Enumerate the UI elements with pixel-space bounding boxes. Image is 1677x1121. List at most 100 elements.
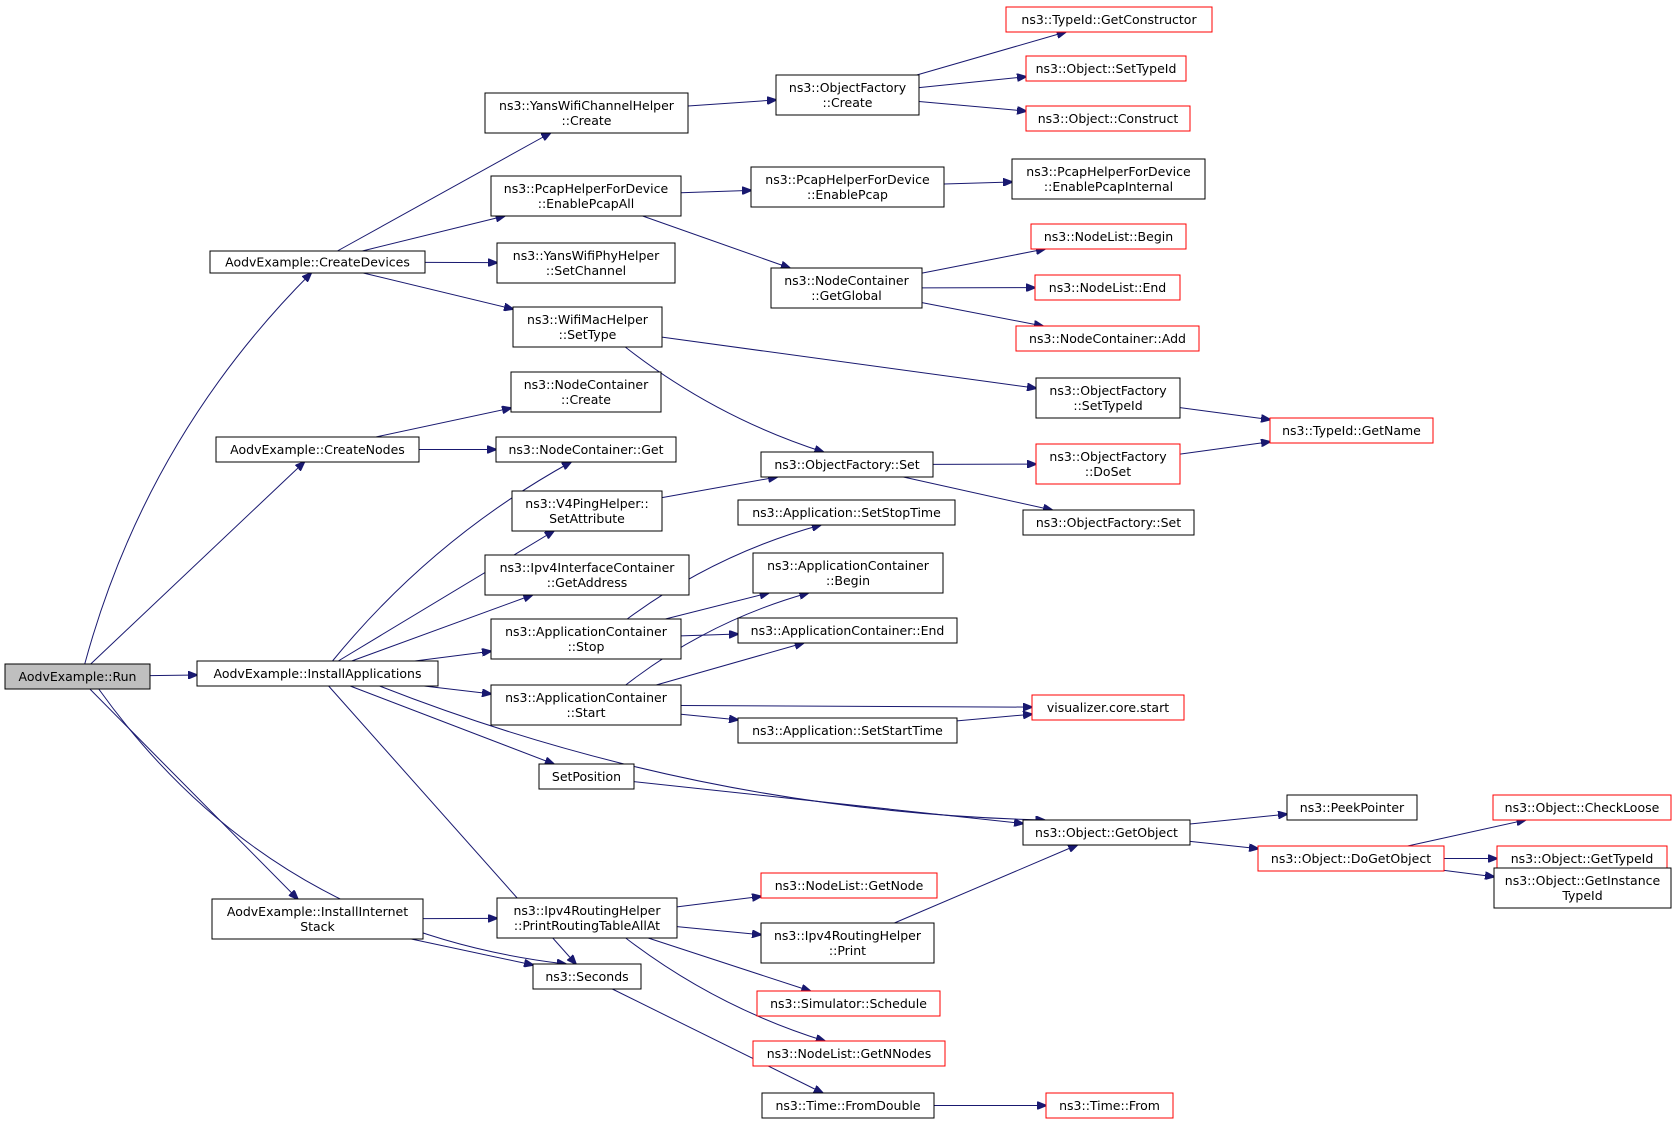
node-ncCreate[interactable]: ns3::NodeContainer::Create bbox=[510, 371, 662, 413]
node-label: ::Create bbox=[561, 392, 611, 407]
node-acStop[interactable]: ns3::ApplicationContainer::Stop bbox=[490, 618, 682, 660]
edge-acStart-to-vizStart bbox=[680, 705, 1032, 707]
node-ofSet2[interactable]: ns3::ObjectFactory::Set bbox=[1022, 509, 1195, 536]
node-pcapAll[interactable]: ns3::PcapHelperForDevice::EnablePcapAll bbox=[490, 175, 682, 217]
node-label: SetAttribute bbox=[549, 511, 625, 526]
node-box bbox=[1035, 443, 1181, 485]
node-label: ::Start bbox=[567, 705, 606, 720]
node-enablePcap[interactable]: ns3::PcapHelperForDevice::EnablePcap bbox=[750, 166, 945, 208]
edge-doGetObject-to-getInstTypeId bbox=[1443, 869, 1494, 876]
edge-setStartTime-to-vizStart bbox=[956, 714, 1032, 722]
node-createDevices[interactable]: AodvExample::CreateDevices bbox=[209, 250, 426, 274]
node-box bbox=[1025, 105, 1191, 132]
node-box bbox=[215, 436, 420, 463]
edge-installApps-to-setPosition bbox=[349, 685, 554, 764]
node-setStopTime[interactable]: ns3::Application::SetStopTime bbox=[737, 499, 956, 526]
node-vizStart[interactable]: visualizer.core.start bbox=[1031, 694, 1185, 721]
node-setStartTime[interactable]: ns3::Application::SetStartTime bbox=[737, 717, 958, 744]
node-label: ns3::PcapHelperForDevice bbox=[1026, 164, 1191, 179]
node-yansPhy[interactable]: ns3::YansWifiPhyHelper::SetChannel bbox=[496, 242, 676, 284]
edge-installApps-to-ipv4Addr bbox=[351, 595, 533, 662]
edge-wifiMac-to-ofSetTypeId bbox=[661, 336, 1036, 388]
node-peekPtr[interactable]: ns3::PeekPointer bbox=[1286, 794, 1418, 821]
node-box bbox=[4, 663, 151, 690]
node-acBegin[interactable]: ns3::ApplicationContainer::Begin bbox=[752, 552, 944, 594]
edge-pcapAll-to-getGlobal bbox=[642, 215, 790, 268]
edge-installApps-to-acStop bbox=[414, 651, 491, 662]
nodes: AodvExample::Run AodvExample::CreateDevic… bbox=[4, 6, 1672, 1119]
edge-getObject-to-doGetObject bbox=[1189, 840, 1258, 848]
edge-acStart-to-acEnd bbox=[656, 643, 803, 686]
node-getCtor[interactable]: ns3::TypeId::GetConstructor bbox=[1005, 6, 1213, 33]
node-getNNodes[interactable]: ns3::NodeList::GetNNodes bbox=[752, 1040, 946, 1067]
node-enablePcapInt[interactable]: ns3::PcapHelperForDevice::EnablePcapInte… bbox=[1011, 158, 1206, 200]
node-label: ns3::NodeList::GetNNodes bbox=[767, 1046, 931, 1061]
node-getObject[interactable]: ns3::Object::GetObject bbox=[1022, 819, 1191, 846]
node-box bbox=[760, 872, 938, 899]
node-acEnd[interactable]: ns3::ApplicationContainer::End bbox=[737, 617, 958, 644]
node-nlEnd[interactable]: ns3::NodeList::End bbox=[1034, 274, 1181, 301]
node-label: AodvExample::CreateNodes bbox=[230, 442, 405, 457]
node-label: ns3::Object::Construct bbox=[1038, 111, 1179, 126]
node-getNode[interactable]: ns3::NodeList::GetNode bbox=[760, 872, 938, 899]
node-box bbox=[752, 552, 944, 594]
edge-installApps-to-v4ping bbox=[337, 531, 554, 662]
node-label: ns3::Ipv4RoutingHelper bbox=[774, 928, 922, 943]
node-ofCreate[interactable]: ns3::ObjectFactory::Create bbox=[775, 74, 920, 116]
node-ipv4Addr[interactable]: ns3::Ipv4InterfaceContainer::GetAddress bbox=[484, 554, 690, 596]
node-box bbox=[538, 763, 635, 790]
node-label: ns3::TypeId::GetName bbox=[1282, 423, 1421, 438]
edge-printAllAt-to-getNNodes bbox=[625, 937, 825, 1041]
node-ncGet[interactable]: ns3::NodeContainer::Get bbox=[495, 436, 677, 463]
node-box bbox=[496, 242, 676, 284]
edge-createDevices-to-wifiMac bbox=[363, 272, 513, 309]
node-ofSetTypeId[interactable]: ns3::ObjectFactory::SetTypeId bbox=[1035, 377, 1181, 419]
node-label: ns3::Ipv4RoutingHelper bbox=[513, 903, 661, 918]
node-box bbox=[737, 617, 958, 644]
node-label: AodvExample::Run bbox=[19, 669, 137, 684]
node-timeFrom[interactable]: ns3::Time::From bbox=[1045, 1092, 1174, 1119]
node-run[interactable]: AodvExample::Run bbox=[4, 663, 151, 690]
node-ncAdd[interactable]: ns3::NodeContainer::Add bbox=[1015, 325, 1200, 352]
node-installApps[interactable]: AodvExample::InstallApplications bbox=[196, 660, 439, 687]
node-ofSet[interactable]: ns3::ObjectFactory::Set bbox=[760, 451, 934, 478]
edge-v4ping-to-ofSet bbox=[661, 477, 777, 499]
node-print[interactable]: ns3::Ipv4RoutingHelper::Print bbox=[760, 922, 935, 964]
node-label: ::SetTypeId bbox=[1073, 398, 1142, 413]
edge-wifiMac-to-ofSet bbox=[624, 346, 823, 452]
node-box bbox=[737, 499, 956, 526]
node-getTypeId[interactable]: ns3::Object::GetTypeId bbox=[1496, 845, 1668, 872]
node-label: ns3::Time::FromDouble bbox=[775, 1098, 920, 1113]
node-label: Stack bbox=[300, 919, 335, 934]
node-v4ping[interactable]: ns3::V4PingHelper::SetAttribute bbox=[511, 490, 663, 532]
node-acStart[interactable]: ns3::ApplicationContainer::Start bbox=[490, 684, 682, 726]
node-box bbox=[737, 717, 958, 744]
node-label: ns3::ObjectFactory::Set bbox=[774, 457, 919, 472]
node-wifiMac[interactable]: ns3::WifiMacHelper::SetType bbox=[512, 306, 663, 348]
node-label: ns3::TypeId::GetConstructor bbox=[1021, 12, 1197, 27]
node-getGlobal[interactable]: ns3::NodeContainer::GetGlobal bbox=[770, 267, 923, 309]
node-yansChan[interactable]: ns3::YansWifiChannelHelper::Create bbox=[484, 92, 689, 134]
node-ofDoSet[interactable]: ns3::ObjectFactory::DoSet bbox=[1035, 443, 1181, 485]
node-setPosition[interactable]: SetPosition bbox=[538, 763, 635, 790]
node-label: ns3::NodeContainer::Add bbox=[1029, 331, 1186, 346]
edge-pcapAll-to-enablePcap bbox=[680, 190, 751, 192]
node-schedule[interactable]: ns3::Simulator::Schedule bbox=[756, 990, 941, 1017]
node-box bbox=[196, 660, 439, 687]
node-fromDouble[interactable]: ns3::Time::FromDouble bbox=[761, 1092, 935, 1119]
node-checkLoose[interactable]: ns3::Object::CheckLoose bbox=[1492, 794, 1672, 821]
node-nlBegin[interactable]: ns3::NodeList::Begin bbox=[1030, 223, 1187, 250]
node-createNodes[interactable]: AodvExample::CreateNodes bbox=[215, 436, 420, 463]
node-setTypeId[interactable]: ns3::Object::SetTypeId bbox=[1025, 55, 1187, 82]
node-box bbox=[761, 1092, 935, 1119]
node-label: ns3::NodeContainer::Get bbox=[509, 442, 664, 457]
node-getName[interactable]: ns3::TypeId::GetName bbox=[1269, 417, 1434, 444]
node-printAllAt[interactable]: ns3::Ipv4RoutingHelper::PrintRoutingTabl… bbox=[496, 897, 678, 939]
node-doGetObject[interactable]: ns3::Object::DoGetObject bbox=[1257, 845, 1445, 872]
node-construct[interactable]: ns3::Object::Construct bbox=[1025, 105, 1191, 132]
node-seconds[interactable]: ns3::Seconds bbox=[532, 963, 642, 990]
node-box bbox=[756, 990, 941, 1017]
